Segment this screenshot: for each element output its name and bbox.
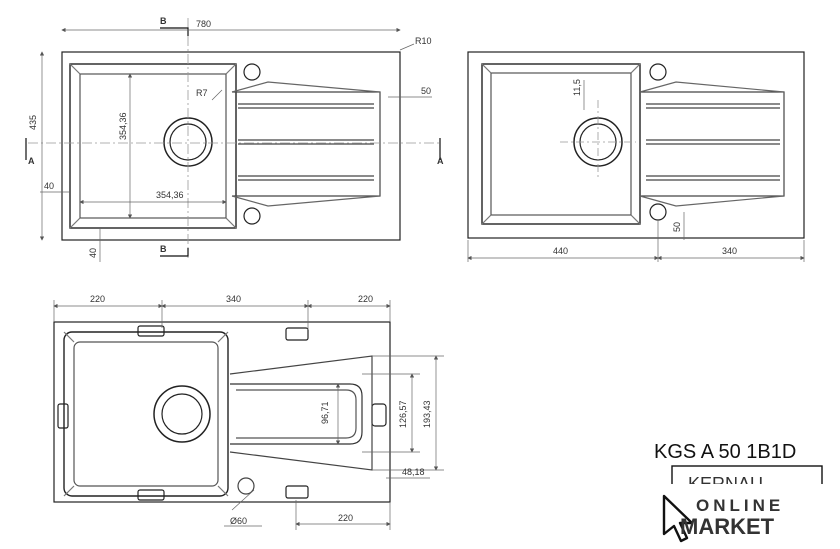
dim-top-mid: 340 xyxy=(226,294,241,304)
bowl-inner xyxy=(79,73,227,219)
logo-line2: MARKET xyxy=(680,514,775,539)
dim-bottom-right: 220 xyxy=(338,513,353,523)
dim-depth: 11,5 xyxy=(572,79,582,96)
dim-hole-offset: 50 xyxy=(672,222,682,232)
dim-corner-radius: R10 xyxy=(415,36,432,46)
dim-top-right: 220 xyxy=(358,294,373,304)
bottom-view xyxy=(53,321,391,503)
clamp-bottom-1 xyxy=(137,489,165,501)
dim-edge-bottom: 40 xyxy=(88,248,98,258)
clamp-top-2 xyxy=(285,327,309,341)
section-b-top: B xyxy=(160,16,167,26)
tap-hole-top-right xyxy=(649,63,667,81)
dim-bowl-width: 354,36 xyxy=(156,190,184,200)
top-left-dimensions xyxy=(39,27,432,262)
bottom-bowl-inner xyxy=(73,341,219,487)
model-label: KGS A 50 1B1D xyxy=(654,441,796,463)
sink-outline-right xyxy=(467,51,805,239)
dim-v2: 126,57 xyxy=(398,400,408,428)
bottom-drainer xyxy=(229,355,373,471)
bottom-bowl-outer xyxy=(63,331,229,497)
clamp-bottom-2 xyxy=(285,485,309,499)
drainer-area xyxy=(232,91,381,197)
bowl-outer-right xyxy=(481,63,641,225)
dim-left-span: 440 xyxy=(553,246,568,256)
dim-width: 780 xyxy=(196,19,211,29)
tap-hole-bottom xyxy=(243,207,261,225)
sink-outline xyxy=(61,51,401,241)
bottom-tap-hole xyxy=(237,477,255,495)
dim-height: 435 xyxy=(28,115,38,130)
top-right-dimensions xyxy=(467,80,805,262)
section-a-left: A xyxy=(28,156,35,166)
dim-edge-left: 40 xyxy=(44,181,54,191)
bottom-dimensions xyxy=(53,300,444,530)
drain-inner xyxy=(169,123,207,161)
logo-line1: ONLINE xyxy=(696,496,784,515)
dim-v4: 48,18 xyxy=(402,467,425,477)
dim-top-left: 220 xyxy=(90,294,105,304)
dim-hole-diameter: Ø60 xyxy=(230,516,247,526)
bottom-drain-outer xyxy=(153,385,211,443)
section-b-bottom: B xyxy=(160,244,167,254)
dim-inner-radius: R7 xyxy=(196,88,208,98)
top-right-view xyxy=(467,51,805,239)
bowl-inner-right xyxy=(490,72,632,216)
bottom-drain-inner xyxy=(161,393,203,435)
bottom-outline xyxy=(53,321,391,503)
section-a-right: A xyxy=(437,156,444,166)
tap-hole-bottom-right xyxy=(649,203,667,221)
dim-v1: 96,71 xyxy=(320,401,330,424)
dim-right-span: 340 xyxy=(722,246,737,256)
cursor-icon xyxy=(662,494,694,543)
clamp-top-1 xyxy=(137,325,165,337)
bowl-outer xyxy=(69,63,237,229)
top-left-view xyxy=(25,18,441,258)
dim-drain-offset: 50 xyxy=(421,86,431,96)
dim-v3: 193,43 xyxy=(422,400,432,428)
dim-bowl-height: 354,36 xyxy=(118,112,128,140)
clamp-left xyxy=(57,403,69,429)
tap-hole-top xyxy=(243,63,261,81)
clamp-right xyxy=(371,403,387,427)
